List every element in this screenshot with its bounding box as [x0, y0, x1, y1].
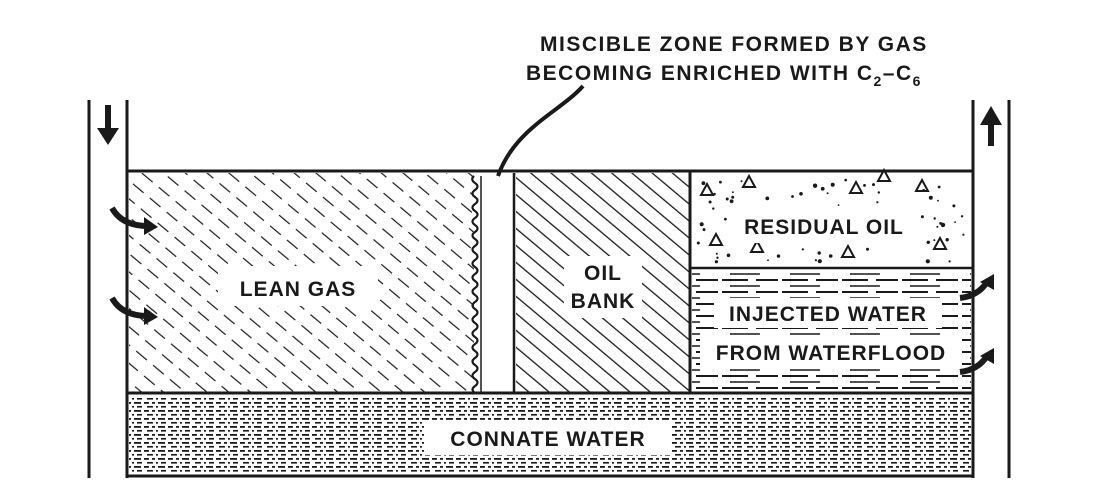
triangle-grain-icon — [749, 238, 765, 253]
speckle-dot — [936, 225, 939, 228]
caption-subscript-6: 6 — [913, 73, 922, 89]
speckle-dot — [776, 254, 781, 258]
oil-bank-label-line1: OIL — [584, 262, 622, 285]
triangle-grain-icon — [699, 181, 715, 196]
up-arrow-icon — [980, 106, 1002, 146]
down-arrow-icon — [97, 105, 119, 145]
speckle-dot — [699, 222, 704, 227]
caption-line2: BECOMING ENRICHED WITH C2–C6 — [526, 62, 922, 89]
miscible-zone-caption: MISCIBLE ZONE FORMED BY GAS BECOMING ENR… — [496, 33, 928, 177]
injected-water-label-line1: INJECTED WATER — [729, 303, 927, 326]
production-flow-arrows — [959, 274, 994, 375]
speckle-dot — [701, 181, 706, 186]
injection-flow-arrows — [109, 206, 158, 325]
curved-arrow-icon — [109, 206, 158, 235]
speckle-dot — [926, 240, 930, 244]
speckle-dot — [812, 183, 818, 188]
speckle-dot — [817, 259, 822, 264]
curved-arrow-icon — [959, 274, 994, 301]
speckle-dot — [801, 248, 804, 251]
residual-oil-speckle — [696, 167, 965, 264]
caption-line1: MISCIBLE ZONE FORMED BY GAS — [540, 33, 928, 56]
speckle-dot — [826, 192, 829, 195]
connate-water-label: CONNATE WATER — [450, 428, 645, 451]
triangle-grain-icon — [741, 173, 757, 188]
speckle-dot — [765, 196, 770, 201]
speckle-dot — [820, 186, 825, 191]
speckle-dot — [702, 228, 706, 232]
speckle-dot — [830, 182, 835, 187]
speckle-dot — [719, 180, 722, 184]
injected-water-label-line2: FROM WATERFLOOD — [716, 342, 946, 365]
speckle-dot — [933, 239, 936, 242]
speckle-dot — [920, 215, 924, 219]
miscible-front-wave — [471, 175, 479, 394]
triangle-grain-icon — [848, 179, 864, 194]
speckle-dot — [712, 207, 715, 210]
speckle-dot — [731, 195, 735, 199]
speckle-dot — [817, 251, 821, 255]
residual-oil-label: RESIDUAL OIL — [744, 216, 904, 239]
speckle-dot — [814, 259, 818, 262]
speckle-dot — [715, 252, 718, 255]
speckle-dot — [877, 191, 880, 194]
speckle-dot — [962, 233, 965, 236]
speckle-dot — [724, 217, 727, 221]
speckle-dot — [925, 259, 930, 264]
speckle-dot — [937, 185, 941, 189]
speckle-dot — [844, 178, 847, 182]
injected-water-zone: INJECTED WATER FROM WATERFLOOD — [692, 272, 971, 392]
residual-oil-zone: RESIDUAL OIL — [690, 167, 973, 270]
curved-arrow-icon — [109, 296, 158, 325]
triangle-grain-icon — [914, 177, 930, 192]
speckle-dot — [866, 247, 869, 251]
triangle-grain-icon — [876, 167, 892, 182]
connate-water-zone: CONNATE WATER — [127, 391, 973, 474]
triangle-grain-icon — [708, 231, 724, 246]
speckle-dot — [952, 204, 956, 208]
triangle-grain-icon — [840, 243, 856, 258]
speckle-dot — [928, 195, 933, 200]
speckle-dot — [791, 195, 794, 198]
speckle-dot — [948, 260, 951, 263]
reservoir-outline — [125, 169, 975, 478]
speckle-dot — [960, 215, 964, 218]
speckle-dot — [725, 197, 729, 201]
curved-arrow-icon — [959, 348, 994, 375]
speckle-dot — [732, 191, 734, 194]
speckle-dot — [876, 201, 879, 204]
speckle-dot — [837, 204, 840, 207]
speckle-dot — [708, 200, 712, 204]
speckle-dot — [740, 180, 743, 183]
oil-bank-zone: OIL BANK — [516, 171, 692, 392]
speckle-dot — [863, 184, 866, 187]
speckle-dot — [729, 199, 734, 204]
speckle-dot — [799, 192, 803, 196]
speckle-dot — [767, 259, 769, 262]
speckle-dot — [933, 217, 936, 220]
speckle-dot — [940, 222, 946, 228]
oil-bank-label-line2: BANK — [571, 290, 636, 313]
caption-dash-c: –C — [883, 62, 913, 85]
speckle-dot — [726, 253, 731, 258]
speckle-dot — [872, 183, 875, 187]
speckle-dot — [716, 256, 719, 259]
triangle-grain-icon — [932, 235, 948, 250]
speckle-dot — [945, 238, 949, 242]
speckle-dot — [696, 241, 700, 245]
caption-subscript-2: 2 — [874, 73, 883, 89]
speckle-dot — [714, 260, 719, 264]
speckle-dot — [954, 221, 956, 224]
caption-leader-line — [496, 84, 585, 177]
speckle-dot — [937, 199, 939, 202]
miscible-zone — [471, 173, 516, 394]
lean-gas-zone: LEAN GAS — [129, 173, 474, 392]
lean-gas-label: LEAN GAS — [240, 278, 357, 301]
caption-line2-prefix: BECOMING ENRICHED WITH C — [526, 62, 874, 85]
speckle-dot — [828, 254, 833, 258]
injection-well — [87, 100, 129, 478]
